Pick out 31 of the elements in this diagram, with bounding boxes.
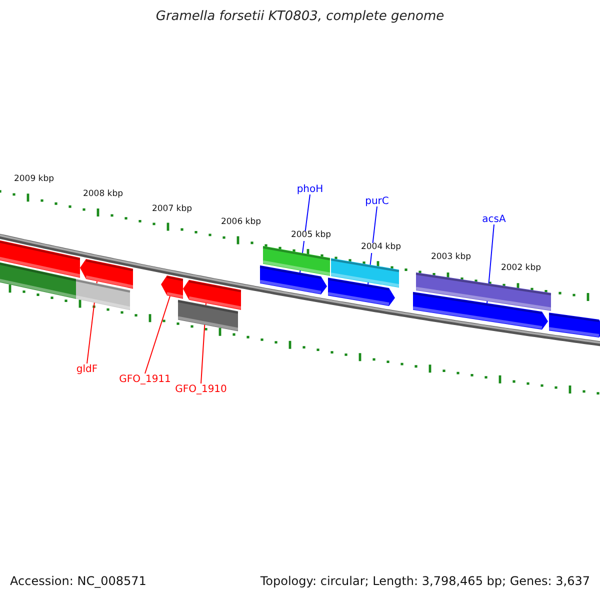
gene-label: gldF [76,364,98,374]
tick-label: 2009 kbp [14,175,54,185]
tick-label: 2006 kbp [220,218,262,228]
gene-bar [178,300,238,332]
gene-bar [0,261,76,299]
gene-bar [328,278,395,306]
gene-bar [330,258,400,288]
tick-label: 2007 kbp [152,205,192,215]
gene-bar [262,246,330,276]
gene-bar [412,292,548,330]
gene-label: GFO_1910 [175,384,227,394]
tick-label: 2002 kbp [500,264,542,274]
gene-bar [416,272,552,311]
gene-label: phoH [296,184,324,194]
tick-label: 2008 kbp [82,190,124,200]
gene-label: acsA [482,214,506,224]
tick-label: 2003 kbp [430,253,472,263]
footer-text: Accession: NC_008571 [10,575,146,588]
title: Gramella forsetii KT0803, complete genome [154,10,446,24]
leader-line [144,296,170,374]
gene-bar [76,278,130,310]
gene-label: purC [365,196,389,206]
gene-bar [0,239,80,278]
gene-label: GFO_1911 [119,374,171,384]
gene-bar [161,276,184,299]
footer-text: Topology: circular; Length: 3,798,465 bp; Genes: 3,637 [260,575,590,588]
gene-bar [548,312,600,338]
gene-bar [80,259,134,289]
tick-label: 2004 kbp [360,243,402,253]
tick-label: 2005 kbp [290,231,332,241]
gene-bar [260,265,327,294]
